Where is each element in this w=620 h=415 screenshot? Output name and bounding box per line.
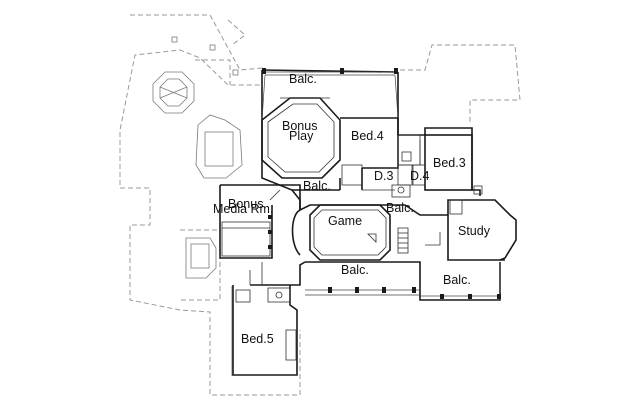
label-game: Game (328, 214, 362, 228)
game-room (291, 204, 391, 261)
balcony-rails (231, 71, 501, 376)
label-study: Study (458, 224, 491, 238)
study-room (425, 199, 505, 261)
bed5-room (235, 262, 297, 361)
upper-hall (269, 168, 395, 201)
octagon-gazebo (152, 71, 195, 114)
label-bed3: Bed.3 (433, 156, 466, 170)
exterior-walls (219, 69, 517, 376)
label-bed5: Bed.5 (241, 332, 274, 346)
media-room (221, 215, 272, 257)
label-bonus-media-1: Bonus (228, 197, 263, 211)
label-balc-right: Balc. (386, 201, 414, 215)
label-bonus-play-2: Play (289, 129, 314, 143)
label-bed4: Bed.4 (351, 129, 384, 143)
terrace-planter (185, 114, 243, 279)
terrace-markers (171, 36, 239, 76)
label-d3: D.3 (374, 169, 394, 183)
balcony-posts (262, 68, 501, 299)
label-balc-lower: Balc. (341, 263, 369, 277)
label-balc-lower-right: Balc. (443, 273, 471, 287)
label-balc-top: Balc. (289, 72, 317, 86)
stair (397, 227, 409, 254)
room-labels: Balc. Bonus Play Bed.4 Bed.3 Balc. D.3 D… (213, 72, 491, 346)
bonus-play-room (261, 97, 341, 179)
bed3-room (419, 134, 483, 195)
roof-outline (119, 14, 521, 396)
label-d4: D.4 (410, 169, 430, 183)
label-bonus-play-1: Bonus (282, 119, 317, 133)
label-balc-mid: Balc. (303, 179, 331, 193)
label-bonus-media-2: Media Rm. (213, 202, 273, 216)
